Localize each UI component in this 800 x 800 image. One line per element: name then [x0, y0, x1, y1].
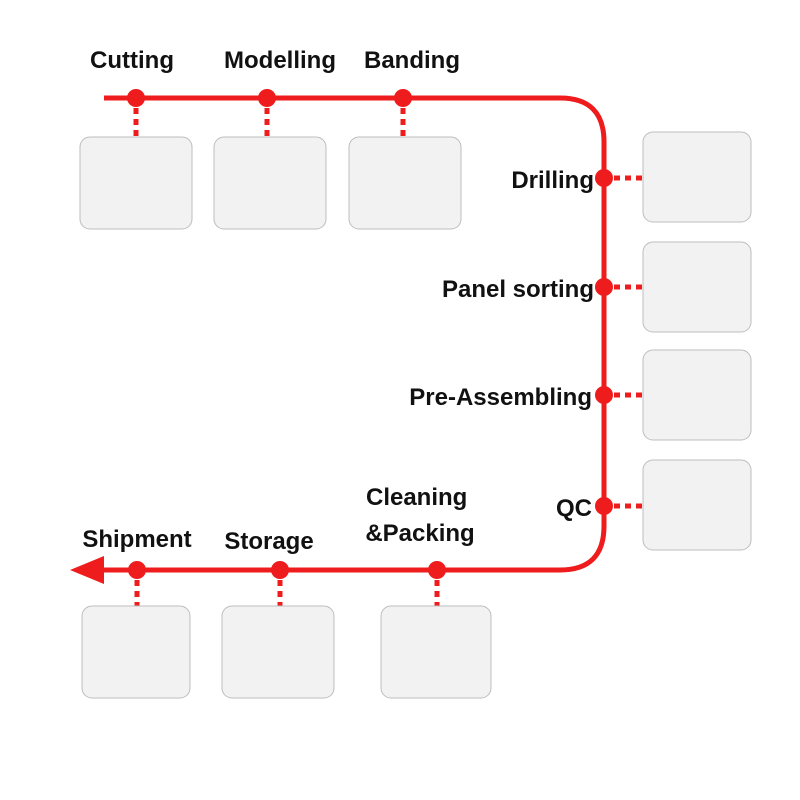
- stage-panel-sorting: Panel sorting: [442, 241, 752, 333]
- stage-node-drilling: [595, 169, 613, 187]
- stage-label-panel-sorting: Panel sorting: [442, 276, 594, 303]
- arrow-left-icon: [70, 556, 104, 584]
- stage-label-banding: Banding: [364, 47, 460, 74]
- stage-modelling: Modelling: [213, 47, 336, 230]
- stage-storage: Storage: [221, 528, 335, 699]
- stage-shipment: Shipment: [81, 526, 192, 699]
- stage-qc: QC: [556, 459, 752, 551]
- stage-node-cleaning-packing: [428, 561, 446, 579]
- stage-node-storage: [271, 561, 289, 579]
- stage-label-cleaning-packing: Cleaning &Packing: [365, 484, 474, 547]
- stage-node-shipment: [128, 561, 146, 579]
- stage-node-pre-assembling: [595, 386, 613, 404]
- stage-label-qc: QC: [556, 495, 592, 522]
- stage-label-storage: Storage: [224, 528, 313, 555]
- stage-label-drilling: Drilling: [511, 167, 594, 194]
- stage-cutting: Cutting: [79, 47, 193, 230]
- stage-label-cleaning-line2: &Packing: [365, 520, 474, 547]
- stage-node-banding: [394, 89, 412, 107]
- stage-label-modelling: Modelling: [224, 47, 336, 74]
- flow-line: [102, 95, 607, 573]
- stage-node-cutting: [127, 89, 145, 107]
- stage-banding: Banding: [348, 47, 462, 230]
- stage-drilling: Drilling: [511, 131, 752, 223]
- stage-cleaning-packing: Cleaning &Packing: [365, 484, 492, 699]
- stage-label-cleaning-line1: Cleaning: [366, 484, 467, 511]
- stage-label-shipment: Shipment: [82, 526, 191, 553]
- stage-node-qc: [595, 497, 613, 515]
- stage-label-cutting: Cutting: [90, 47, 174, 74]
- stage-node-panel-sorting: [595, 278, 613, 296]
- stage-pre-assembling: Pre-Assembling: [409, 349, 752, 441]
- stage-label-pre-assembling: Pre-Assembling: [409, 384, 592, 411]
- stage-node-modelling: [258, 89, 276, 107]
